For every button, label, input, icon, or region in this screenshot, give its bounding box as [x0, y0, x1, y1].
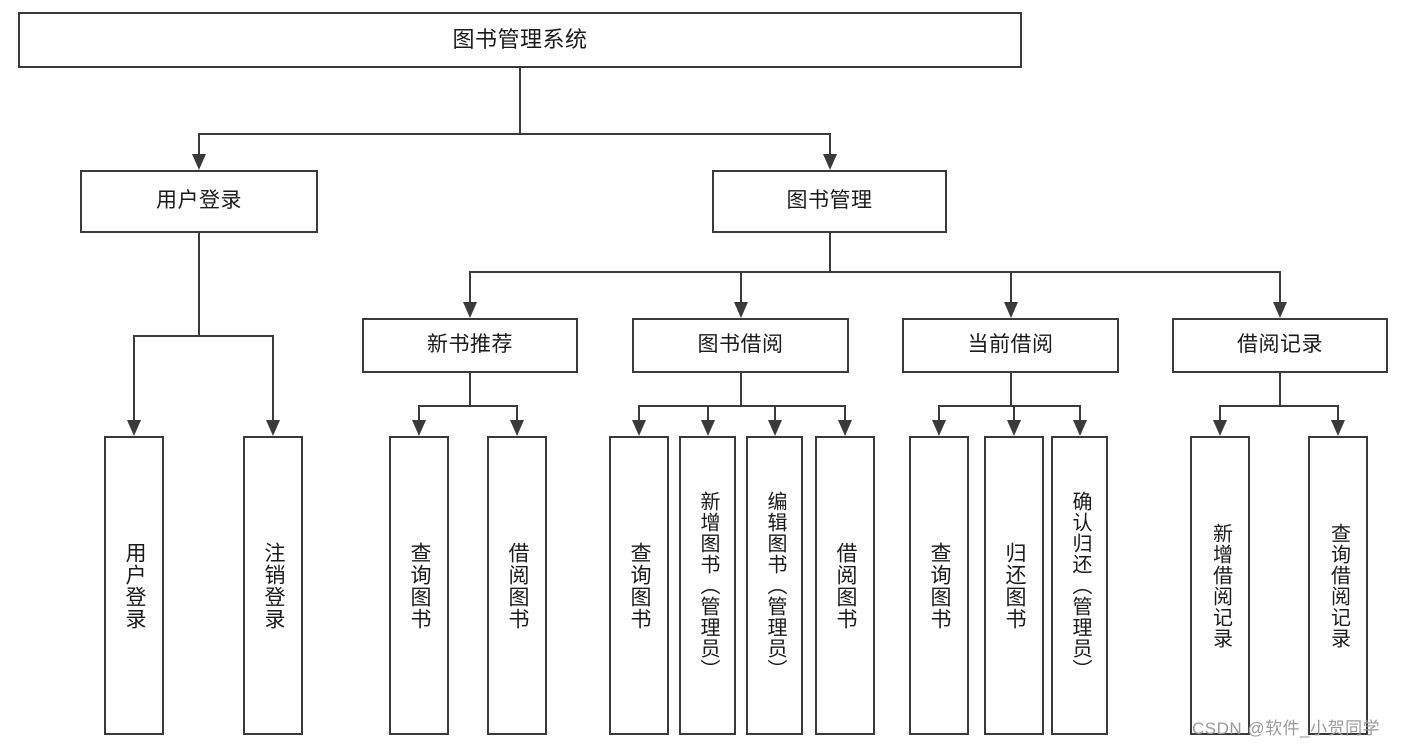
node-book-manage[interactable]: 图书管理 [712, 170, 947, 233]
connector-vertical [469, 271, 471, 302]
node-leaf-confirm-return[interactable]: 确认归还（管理员） [1051, 436, 1108, 735]
node-leaf-borrow-book-1-label: 借阅图书 [506, 541, 530, 630]
connector-arrowhead [463, 302, 477, 318]
node-leaf-add-book-label: 新增图书（管理员） [697, 491, 719, 680]
node-leaf-query-book-3-label: 查询图书 [928, 541, 952, 630]
connector-vertical [1279, 271, 1281, 302]
connector-arrowhead [412, 420, 426, 436]
node-leaf-logout-label: 注销登录 [262, 541, 286, 630]
node-leaf-return-book-label: 归还图书 [1003, 541, 1027, 630]
connector-arrowhead [632, 420, 646, 436]
connector-vertical [739, 271, 742, 302]
connector-arrowhead [1003, 302, 1018, 318]
node-book-borrow[interactable]: 图书借阅 [632, 318, 849, 373]
connector-vertical [638, 405, 640, 420]
connector-arrowhead [1072, 420, 1087, 436]
node-leaf-query-book-1-label: 查询图书 [408, 541, 432, 630]
connector-vertical [1009, 271, 1012, 302]
connector-vertical [938, 405, 940, 420]
connector-vertical [1219, 405, 1221, 420]
node-leaf-query-book-3[interactable]: 查询图书 [909, 436, 969, 735]
node-leaf-user-login-label: 用户登录 [123, 541, 147, 630]
connector-vertical [272, 335, 274, 420]
node-leaf-user-login[interactable]: 用户登录 [104, 436, 164, 735]
node-current-borrow-label: 当前借阅 [967, 333, 1054, 357]
node-leaf-borrow-book-1[interactable]: 借阅图书 [487, 436, 547, 735]
connector-arrowhead [1273, 302, 1287, 318]
connector-vertical [198, 133, 200, 154]
node-new-book-recommend[interactable]: 新书推荐 [362, 318, 578, 373]
connector-arrowhead [127, 420, 141, 436]
node-user-login[interactable]: 用户登录 [80, 170, 318, 233]
node-book-manage-label: 图书管理 [786, 189, 873, 213]
node-leaf-add-record-label: 新增借阅记录 [1209, 522, 1232, 649]
connector-arrowhead [767, 420, 782, 436]
connector-arrowhead [1007, 420, 1021, 436]
connector-vertical [706, 405, 709, 420]
connector-arrowhead [932, 420, 946, 436]
node-new-book-recommend-label: 新书推荐 [427, 333, 513, 357]
connector-horizontal [638, 405, 846, 407]
connector-arrowhead [1331, 420, 1345, 436]
connector-arrowhead [1213, 420, 1227, 436]
node-leaf-query-book-2-label: 查询图书 [628, 541, 652, 630]
node-root-label: 图书管理系统 [452, 27, 588, 53]
node-leaf-confirm-return-label: 确认归还（管理员） [1069, 491, 1091, 680]
connector-vertical [1078, 405, 1081, 420]
connector-horizontal [133, 335, 274, 337]
node-leaf-return-book[interactable]: 归还图书 [984, 436, 1044, 735]
connector-vertical [418, 405, 420, 420]
connector-vertical [1337, 405, 1339, 420]
connector-vertical [773, 405, 776, 420]
node-leaf-add-book[interactable]: 新增图书（管理员） [679, 436, 736, 735]
connector-vertical [844, 405, 846, 420]
connector-vertical [739, 373, 742, 405]
connector-horizontal [418, 405, 518, 407]
connector-vertical [1279, 373, 1281, 405]
connector-vertical [133, 335, 135, 420]
node-borrow-record-label: 借阅记录 [1237, 333, 1323, 357]
connector-arrowhead [266, 420, 280, 436]
connector-vertical [1009, 373, 1012, 405]
connector-horizontal [938, 405, 1081, 407]
connector-vertical [1013, 405, 1015, 420]
node-leaf-logout[interactable]: 注销登录 [243, 436, 303, 735]
node-leaf-add-record[interactable]: 新增借阅记录 [1190, 436, 1250, 735]
node-root[interactable]: 图书管理系统 [18, 12, 1022, 68]
connector-vertical [516, 405, 518, 420]
connector-arrowhead [733, 302, 748, 318]
node-leaf-edit-book-label: 编辑图书（管理员） [764, 491, 786, 680]
connector-horizontal [198, 133, 831, 135]
node-leaf-query-book-1[interactable]: 查询图书 [389, 436, 449, 735]
node-leaf-borrow-book-2[interactable]: 借阅图书 [815, 436, 875, 735]
connector-arrowhead [192, 154, 206, 170]
connector-vertical [198, 233, 200, 335]
connector-vertical [828, 233, 831, 271]
node-leaf-query-book-2[interactable]: 查询图书 [609, 436, 669, 735]
node-borrow-record[interactable]: 借阅记录 [1172, 318, 1388, 373]
node-book-borrow-label: 图书借阅 [697, 333, 784, 357]
node-current-borrow[interactable]: 当前借阅 [902, 318, 1119, 373]
node-leaf-query-record-label: 查询借阅记录 [1327, 522, 1350, 649]
connector-vertical [469, 373, 471, 405]
connector-arrowhead [838, 420, 852, 436]
connector-horizontal [469, 271, 1281, 273]
connector-arrowhead [510, 420, 524, 436]
connector-vertical [828, 133, 831, 154]
connector-horizontal [1219, 405, 1339, 407]
node-user-login-label: 用户登录 [156, 189, 242, 213]
connector-vertical [519, 68, 521, 133]
node-leaf-borrow-book-2-label: 借阅图书 [834, 541, 858, 630]
node-leaf-edit-book[interactable]: 编辑图书（管理员） [746, 436, 803, 735]
connector-arrowhead [700, 420, 715, 436]
connector-arrowhead [822, 154, 837, 170]
node-leaf-query-record[interactable]: 查询借阅记录 [1308, 436, 1368, 735]
